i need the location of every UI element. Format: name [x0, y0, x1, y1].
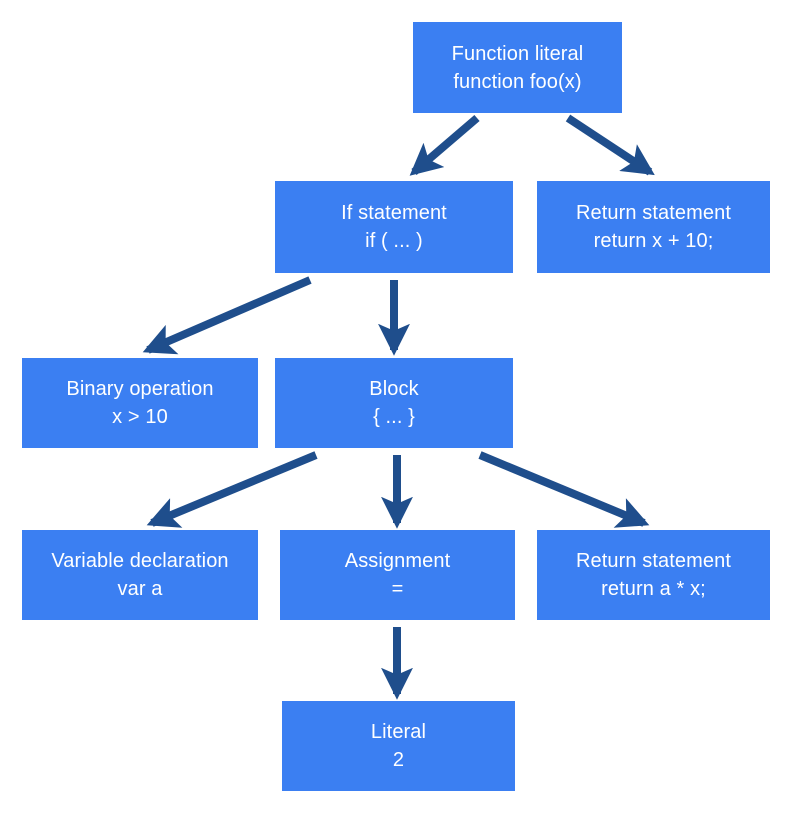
- node-block-line2: { ... }: [373, 406, 415, 428]
- node-literal-line1: Literal: [370, 721, 427, 743]
- edge-if-statement-to-binary-operation: [142, 276, 312, 355]
- node-variable-declaration[interactable]: Variable declaration var a: [22, 530, 258, 620]
- node-function-literal[interactable]: Function literal function foo(x): [413, 22, 622, 113]
- node-assignment[interactable]: Assignment =: [280, 530, 515, 620]
- node-literal-line2: 2: [392, 749, 405, 771]
- edge-block-to-return-statement: [478, 451, 650, 528]
- node-if-statement[interactable]: If statement if ( ... ): [275, 181, 513, 273]
- node-literal[interactable]: Literal 2: [282, 701, 515, 791]
- node-assignment-line2: =: [391, 578, 404, 600]
- node-return-statement-1-line2: return x + 10;: [593, 230, 714, 252]
- node-function-literal-line1: Function literal: [451, 42, 584, 65]
- node-binary-operation[interactable]: Binary operation x > 10: [22, 358, 258, 448]
- node-return-statement-2-line1: Return statement: [575, 550, 731, 572]
- edge-function-literal-to-if-statement: [409, 114, 480, 176]
- node-return-statement-1-line1: Return statement: [575, 202, 731, 224]
- node-binary-operation-line2: x > 10: [112, 406, 168, 428]
- node-return-statement-2-line2: return a * x;: [601, 578, 706, 600]
- edge-function-literal-to-return-statement: [565, 114, 655, 176]
- node-variable-declaration-line1: Variable declaration: [51, 550, 229, 572]
- node-variable-declaration-line2: var a: [117, 578, 163, 600]
- node-return-statement-2[interactable]: Return statement return a * x;: [537, 530, 770, 620]
- node-block-line1: Block: [369, 378, 419, 400]
- node-function-literal-line2: function foo(x): [453, 70, 582, 93]
- node-return-statement-1[interactable]: Return statement return x + 10;: [537, 181, 770, 273]
- node-binary-operation-line1: Binary operation: [66, 378, 214, 400]
- node-block[interactable]: Block { ... }: [275, 358, 513, 448]
- edge-block-to-variable-declaration: [146, 451, 318, 528]
- node-if-statement-line2: if ( ... ): [365, 230, 423, 252]
- node-if-statement-line1: If statement: [341, 202, 447, 224]
- node-assignment-line1: Assignment: [344, 550, 451, 572]
